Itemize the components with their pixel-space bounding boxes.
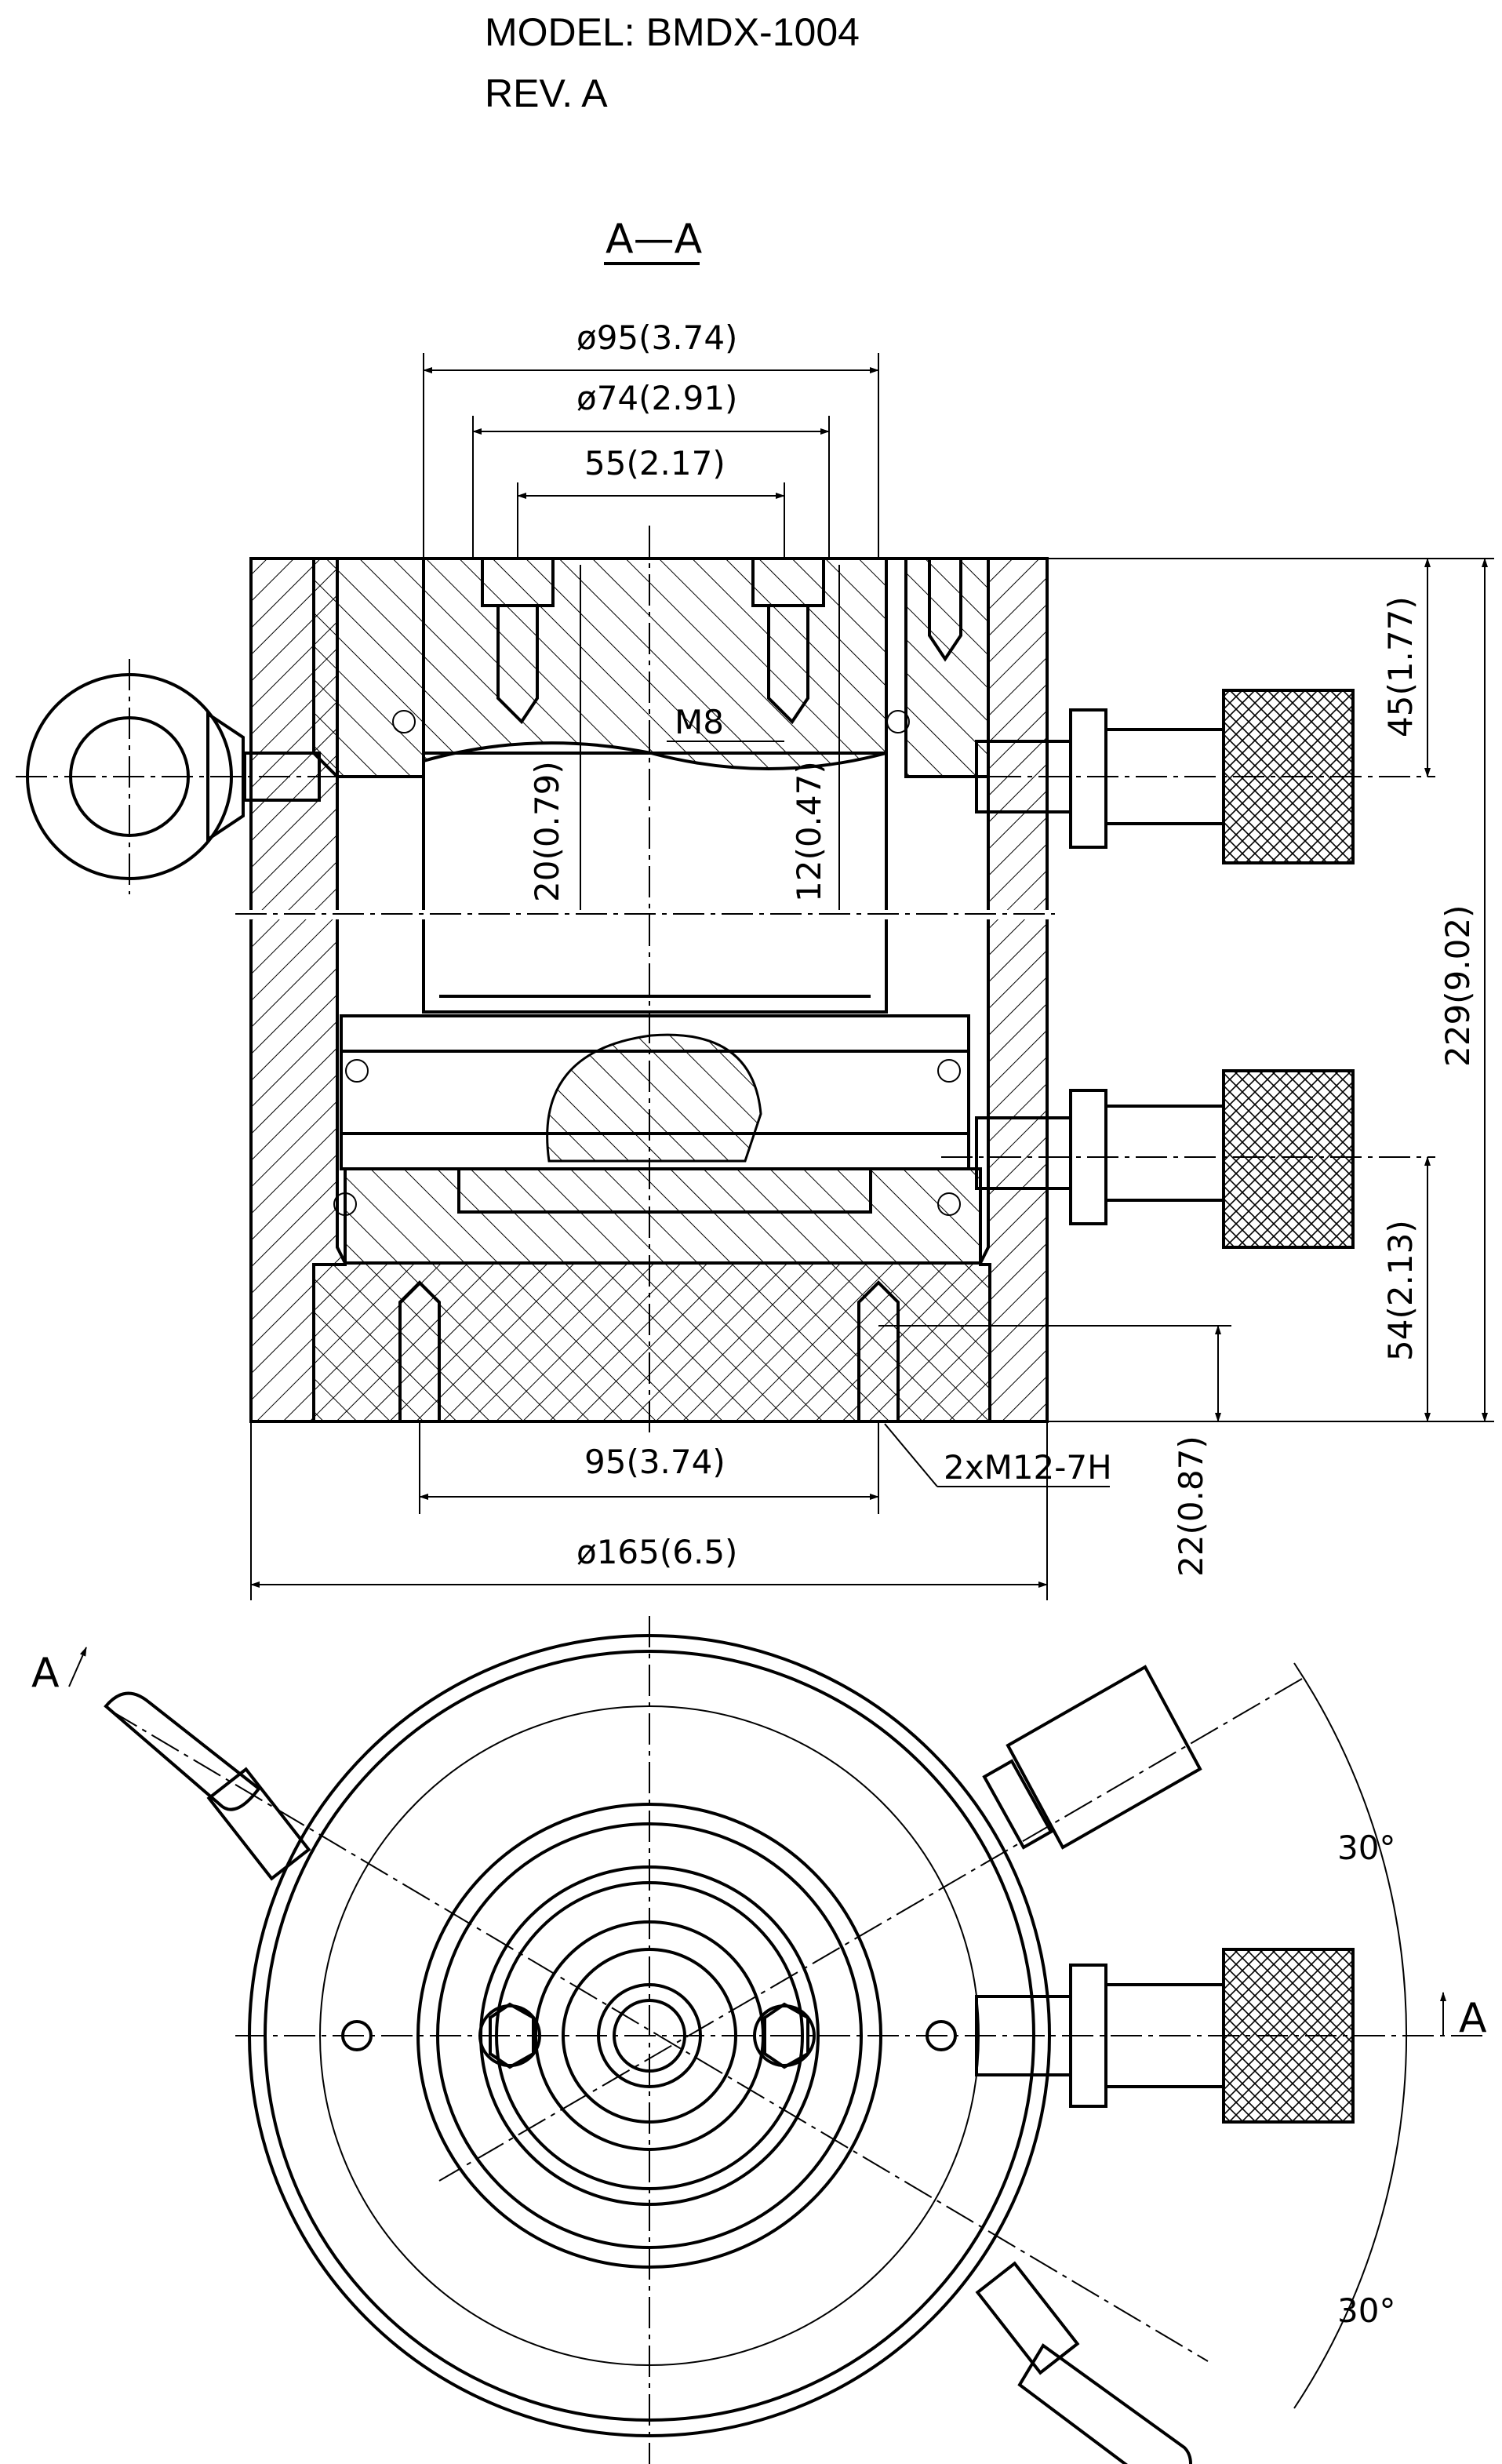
cut-marker-right: A	[1459, 1995, 1487, 2042]
dim-thread-depth-12: 12(0.47)	[790, 761, 828, 902]
dim-bolt-pitch-55: 55(2.17)	[584, 444, 726, 482]
cut-marker-left: A	[31, 1650, 60, 1697]
piston-rod	[422, 557, 888, 770]
handle-upper-left	[104, 1691, 311, 1881]
lower-coupler	[941, 1069, 1435, 1249]
plan-view: 30° 30° A A	[31, 1616, 1487, 2464]
dim-top-to-port-45: 45(1.77)	[1381, 596, 1420, 737]
model-label: MODEL: BMDX-1004	[485, 10, 860, 54]
dim-rod-depth-20: 20(0.79)	[528, 761, 566, 902]
dim-outer-diameter-165: ø165(6.5)	[576, 1533, 737, 1571]
lifting-eye	[16, 659, 345, 894]
dim-rod-74: ø74(2.91)	[576, 379, 737, 417]
dim-base-bolt-spacing-95: 95(3.74)	[584, 1443, 726, 1481]
dim-thread-spec: 2xM12-7H	[944, 1448, 1112, 1487]
revision-label: REV. A	[485, 71, 608, 115]
dim-thread-depth-22: 22(0.87)	[1172, 1436, 1210, 1577]
section-label: A—A	[606, 216, 703, 263]
dim-bore-95: ø95(3.74)	[576, 318, 737, 357]
upper-coupler	[941, 689, 1435, 864]
dim-bottom-to-port-54: 54(2.13)	[1381, 1220, 1420, 1361]
dim-overall-height-229: 229(9.02)	[1438, 905, 1477, 1067]
coupler-horizontal	[975, 1948, 1355, 2124]
dim-thread-m8: M8	[675, 703, 724, 741]
angle-upper-30: 30°	[1337, 1829, 1395, 1867]
coupler-angled	[982, 1665, 1202, 1850]
angle-lower-30: 30°	[1337, 2291, 1395, 2330]
section-view: A—A	[16, 216, 1494, 1600]
cylinder-base	[312, 1167, 991, 1423]
piston-section-cutout	[546, 1033, 762, 1163]
handle-lower-right	[975, 2261, 1192, 2464]
